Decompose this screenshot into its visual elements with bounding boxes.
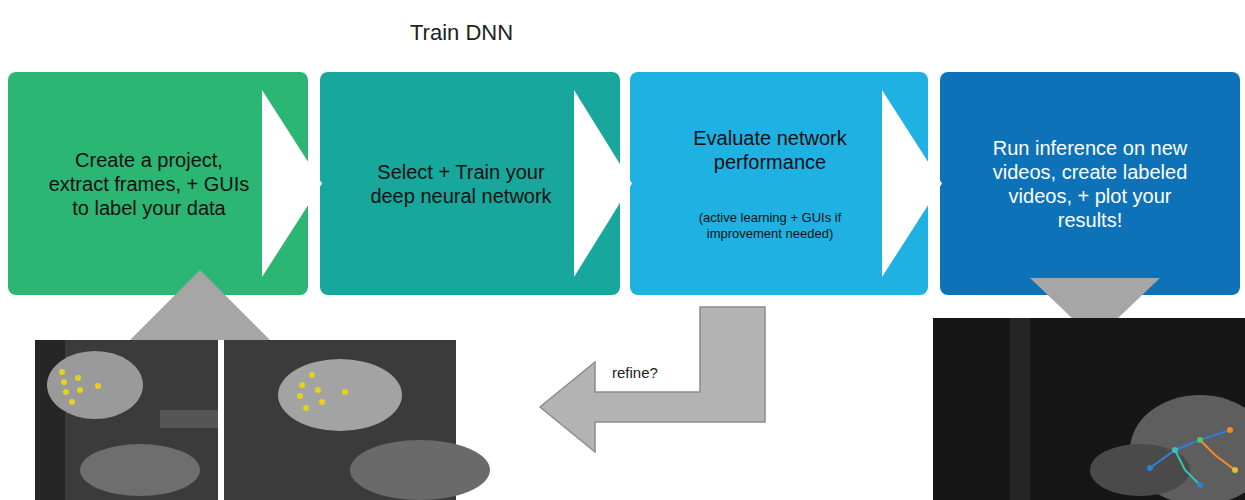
keypoint-dot [1197,437,1203,443]
keypoint-dot [63,389,69,395]
keypoint-dot [95,383,101,389]
keypoint-dot [61,379,67,385]
process-box: Create a project, extract frames, + GUIs… [8,72,308,295]
box-heading: Evaluate network performance [666,126,874,174]
box-note: (active learning + GUIs if improvement n… [666,210,874,241]
labeled-frame-photo [35,340,218,500]
chevron-head [882,90,942,277]
box-heading: Select + Train your deep neural network [358,160,564,208]
keypoint-dot [299,382,305,388]
photo-shadow [1010,318,1030,500]
process-box: Run inference on new videos, create labe… [940,72,1240,295]
skeleton-line [1200,440,1235,470]
paw-shape [47,351,143,419]
photo-ground [35,340,218,500]
box-heading: Create a project, extract frames, + GUIs… [46,148,252,220]
flow-chevron [262,90,322,277]
body-shape [350,440,490,500]
chevron-head [262,90,322,277]
result-photo [933,318,1245,500]
bar-shape [160,410,218,428]
keypoint-dot [59,369,65,375]
flow-chevron [574,90,632,277]
pointer-triangle [130,270,270,340]
body-shape [80,444,200,496]
labeled-frame-photo [224,340,490,500]
keypoint-dot [1227,427,1233,433]
keypoint-dot [1147,465,1153,471]
keypoint-dot [319,399,325,405]
keypoint-dot [69,399,75,405]
keypoint-dot [1197,482,1203,488]
skeleton-line [1150,430,1230,468]
diagram-title: Train DNN [410,20,513,46]
keypoint-dot [1232,467,1238,473]
keypoint-dot [303,405,309,411]
box-heading: Run inference on new videos, create labe… [992,136,1188,232]
skeleton-line [1175,450,1200,485]
refine-arrow [540,307,765,452]
paw-shape [1090,444,1190,496]
keypoint-dot [1172,447,1178,453]
paw-shape [278,359,402,431]
box-fill [940,72,1240,295]
chevron-head [574,90,632,277]
arrow-label: refine? [612,364,658,381]
keypoint-dot [75,375,81,381]
keypoint-dot [342,389,348,395]
keypoint-dot [309,372,315,378]
flow-chevron [882,90,942,277]
keypoint-dot [297,393,303,399]
process-box: Evaluate network performance (active lear… [630,72,928,295]
keypoint-dot [77,387,83,393]
keypoint-dot [315,387,321,393]
process-box: Select + Train your deep neural network [320,72,620,295]
